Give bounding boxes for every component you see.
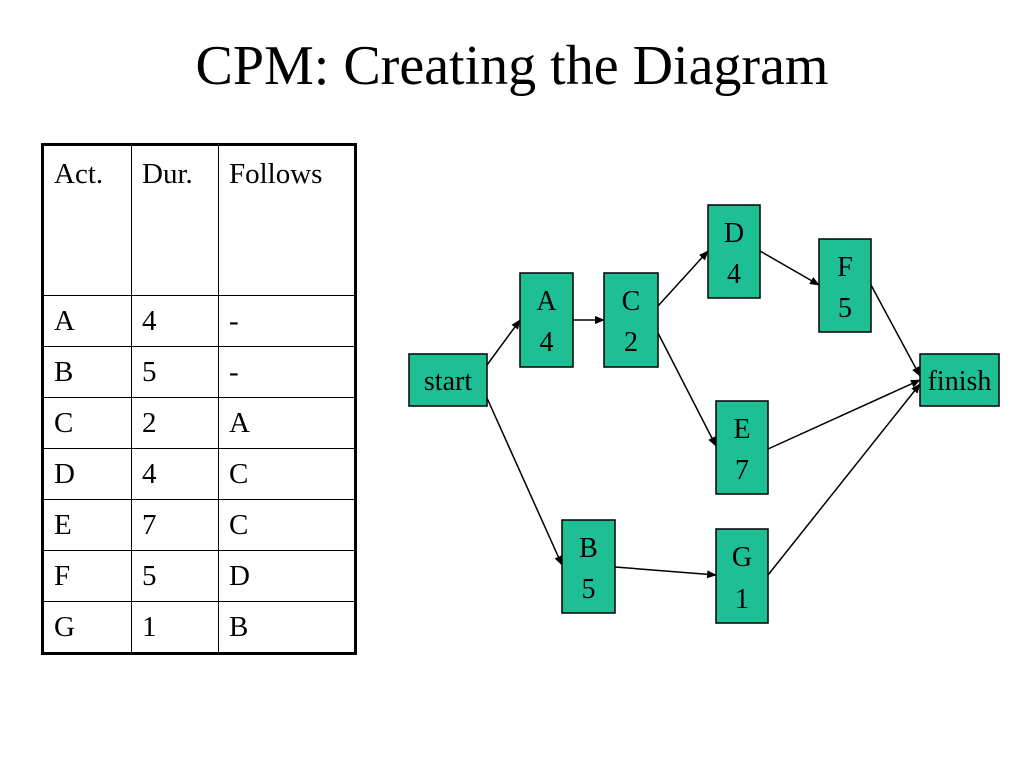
node-c: C 2 xyxy=(603,272,659,368)
follows-cell: B xyxy=(218,601,356,654)
node-g-label: G xyxy=(732,542,752,573)
node-a-label: A xyxy=(536,286,557,317)
edge-d-to-f xyxy=(759,250,820,286)
node-f: F 5 xyxy=(818,238,872,333)
activity-table: Act. Dur. Follows A 4 - B 5 - C 2 A D 4 … xyxy=(41,143,357,655)
activity-cell: F xyxy=(42,550,132,602)
activity-cell: A xyxy=(42,295,132,347)
node-d: D 4 xyxy=(707,204,761,299)
node-g-duration: 1 xyxy=(735,584,749,615)
node-a-duration: 4 xyxy=(540,327,554,358)
node-e-duration: 7 xyxy=(735,455,749,486)
follows-cell: - xyxy=(218,346,356,398)
edge-f-to-finish xyxy=(870,284,921,377)
slide-title: CPM: Creating the Diagram xyxy=(195,35,829,97)
activity-cell: B xyxy=(42,346,132,398)
duration-cell: 1 xyxy=(131,601,219,654)
node-a: A 4 xyxy=(519,272,574,368)
node-f-label: F xyxy=(837,252,853,283)
follows-cell: C xyxy=(218,448,356,500)
duration-cell: 4 xyxy=(131,295,219,347)
node-e: E 7 xyxy=(715,400,769,495)
node-start-label: start xyxy=(424,366,472,397)
table-row: E 7 C xyxy=(42,499,356,551)
node-f-duration: 5 xyxy=(838,293,852,324)
node-e-label: E xyxy=(733,414,750,445)
table-row: B 5 - xyxy=(42,346,356,398)
node-d-duration: 4 xyxy=(727,259,741,290)
edge-c-to-e xyxy=(657,332,717,447)
node-b-duration: 5 xyxy=(582,574,596,605)
edge-start-to-b xyxy=(486,397,563,566)
table-row: A 4 - xyxy=(42,295,356,347)
edge-start-to-a xyxy=(486,319,521,366)
node-g: G 1 xyxy=(715,528,769,624)
table-row: D 4 C xyxy=(42,448,356,500)
node-b: B 5 xyxy=(561,519,616,614)
table-row: C 2 A xyxy=(42,397,356,449)
table-row: G 1 B xyxy=(42,601,356,654)
node-start: start xyxy=(408,353,488,407)
node-c-label: C xyxy=(622,286,641,317)
follows-cell: D xyxy=(218,550,356,602)
node-finish: finish xyxy=(919,353,1000,407)
duration-cell: 2 xyxy=(131,397,219,449)
activity-cell: E xyxy=(42,499,132,551)
edge-b-to-g xyxy=(614,566,717,579)
node-c-duration: 2 xyxy=(624,327,638,358)
duration-cell: 5 xyxy=(131,550,219,602)
node-d-label: D xyxy=(724,218,744,249)
edge-c-to-d xyxy=(657,250,709,307)
column-header-follows: Follows xyxy=(218,144,356,296)
node-b-label: B xyxy=(579,533,598,564)
node-finish-label: finish xyxy=(928,366,992,397)
activity-cell: D xyxy=(42,448,132,500)
table-row: F 5 D xyxy=(42,550,356,602)
activity-cell: G xyxy=(42,601,132,654)
edge-g-to-finish xyxy=(767,383,921,576)
duration-cell: 7 xyxy=(131,499,219,551)
edge-e-to-finish xyxy=(767,379,921,450)
